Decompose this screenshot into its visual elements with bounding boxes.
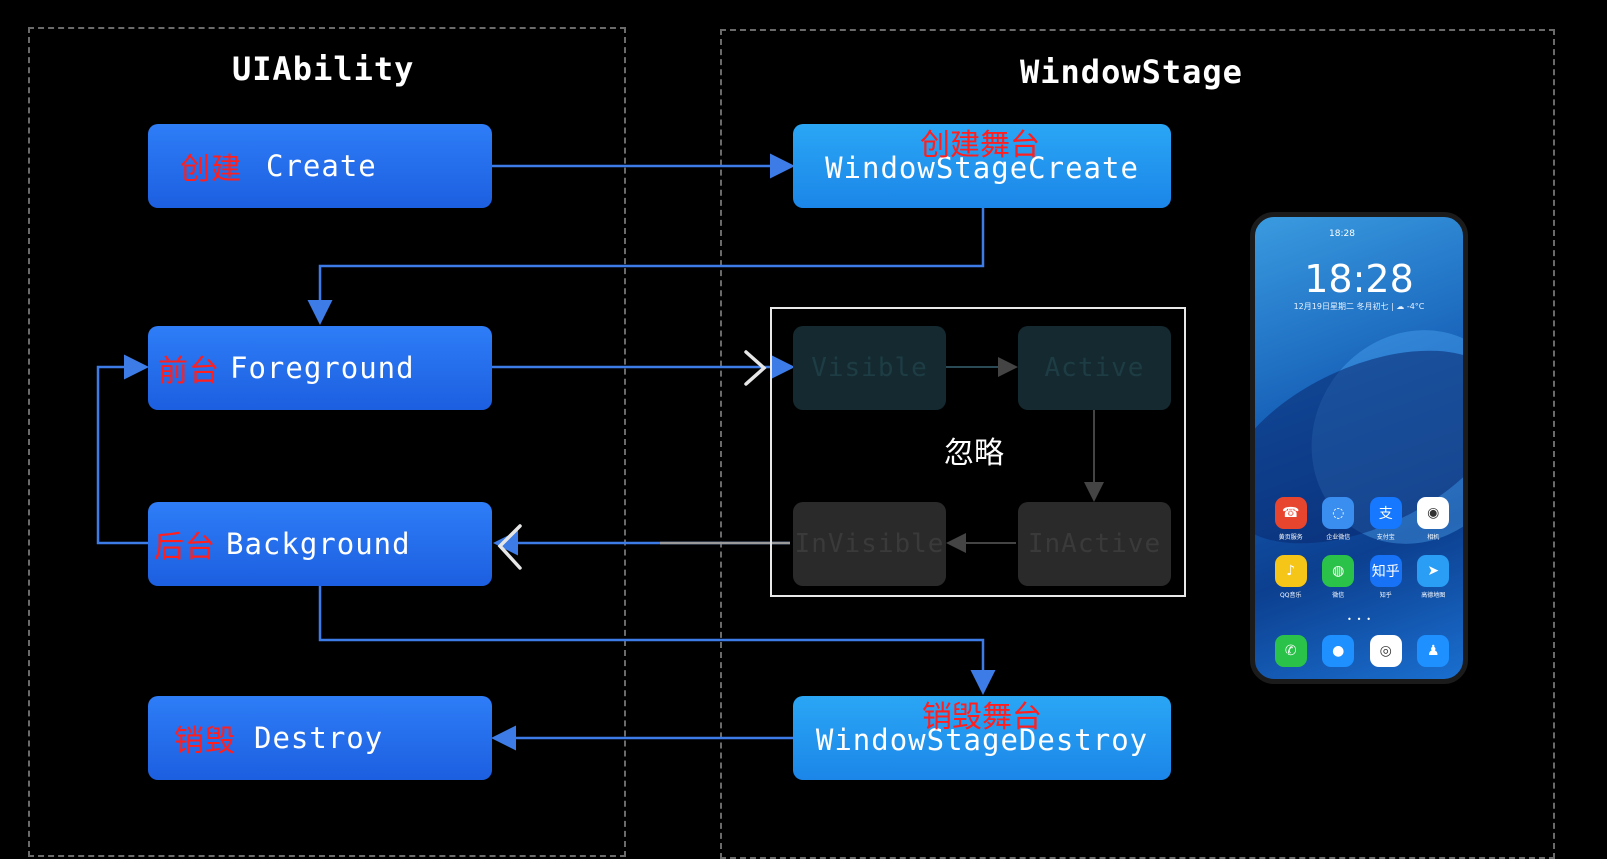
phone-page-dots: • • • (1346, 615, 1372, 624)
node-create: 创建 Create (148, 124, 492, 208)
camera-icon: ◉ (1417, 497, 1450, 529)
node-windowstage-create-en: WindowStageCreate (825, 151, 1139, 185)
phone-app-row-1: ☎黄页服务◌企业微信支支付宝◉相机 (1267, 497, 1457, 541)
node-background: 后台 Background (148, 502, 492, 586)
alipay-icon: 支 (1369, 497, 1402, 529)
arrow-wscreate-to-foreground (307, 208, 985, 325)
chat-bubble-icon: ◌ (1322, 497, 1355, 529)
node-windowstage-create: WindowStageCreate (793, 124, 1171, 208)
phone-status-time: 18:28 (1329, 229, 1355, 239)
node-windowstage-create-zh: 创建舞台 (920, 128, 1040, 163)
phone-app[interactable]: ◍ 微信 (1315, 555, 1363, 599)
phone-app[interactable]: ☎ 黄页服务 (1267, 497, 1315, 541)
phone-app[interactable]: ◌ 企业微信 (1315, 497, 1363, 541)
phone-app-label: 相机 (1427, 534, 1440, 541)
phone-app-label: QQ音乐 (1280, 592, 1302, 599)
node-foreground-en: Foreground (230, 351, 415, 385)
node-foreground-zh: 前台 (158, 354, 220, 389)
phone-app-label: 黄页服务 (1278, 534, 1303, 541)
zhihu-icon: 知乎 (1369, 555, 1402, 587)
phone-mockup: 18:28 18:28 12月19日星期二 冬月初七 | ☁ -4°C ☎ 黄页服… (1250, 212, 1468, 684)
arrow-background-to-foreground (96, 354, 149, 545)
node-visible: Visible (793, 326, 946, 410)
ignored-states-box (770, 307, 1186, 597)
music-icon: ♪ (1274, 555, 1307, 587)
node-windowstage-destroy-en: WindowStageDestroy (815, 723, 1149, 757)
phone-dock: ✆ ● ◎ ♟ (1267, 635, 1457, 667)
phone-app-label: 企业微信 (1326, 534, 1351, 541)
message-icon: ● (1322, 635, 1355, 667)
node-active: Active (1018, 326, 1171, 410)
phone-app-row-2: ♪QQ音乐◍微信知乎知乎➤高德地图 (1267, 555, 1457, 599)
phone-app[interactable]: 支支付宝 (1362, 497, 1410, 541)
browser-icon: ◎ (1369, 635, 1402, 667)
node-windowstage-destroy: WindowStageDestroy (793, 696, 1171, 780)
node-invisible: InVisible (793, 502, 946, 586)
contacts-icon: ♟ (1417, 635, 1450, 667)
connector-lines (96, 153, 1104, 751)
wechat-icon: ◍ (1322, 555, 1355, 587)
phone-date: 12月19日星期二 冬月初七 | ☁ -4°C (1293, 302, 1425, 311)
phone-app-label: 支付宝 (1376, 534, 1395, 541)
node-create-en: Create (266, 149, 377, 183)
phone-app-label: 微信 (1332, 592, 1345, 599)
phone-app[interactable]: ◎ (1362, 635, 1410, 667)
phone-app[interactable]: ✆ (1267, 635, 1315, 667)
phone-app[interactable]: ♪ QQ音乐 (1267, 555, 1315, 599)
phone-app[interactable]: ◉ 相机 (1410, 497, 1458, 541)
node-windowstage-destroy-zh: 销毁舞台 (922, 700, 1042, 735)
ignore-label: 忽略 (944, 436, 1004, 471)
node-create-zh: 创建 (180, 152, 242, 187)
node-destroy: 销毁 Destroy (148, 696, 492, 780)
phone-app[interactable]: ♟ (1410, 635, 1458, 667)
arrow-background-to-wsdestroy (318, 586, 996, 695)
chevron-right-icon (744, 350, 767, 386)
phone-icon: ✆ (1274, 635, 1307, 667)
phone-app-label: 知乎 (1379, 592, 1392, 599)
windowstage-title: WindowStage (1020, 53, 1243, 91)
node-destroy-zh: 销毁 (174, 724, 236, 759)
phone-app[interactable]: 知乎知乎 (1362, 555, 1410, 599)
phone-app[interactable]: ● (1315, 635, 1363, 667)
phone-clock: 18:28 (1304, 257, 1414, 301)
red-app-icon: ☎ (1274, 497, 1307, 529)
chevron-left-icon (497, 524, 522, 570)
navigation-icon: ➤ (1417, 555, 1450, 587)
node-destroy-en: Destroy (254, 721, 384, 755)
phone-app[interactable]: ➤ 高德地图 (1410, 555, 1458, 599)
phone-app-label: 高德地图 (1421, 592, 1446, 599)
node-inactive: InActive (1018, 502, 1171, 586)
node-foreground: 前台 Foreground (148, 326, 492, 410)
node-background-en: Background (226, 527, 411, 561)
uiability-title: UIAbility (232, 50, 415, 88)
node-background-zh: 后台 (154, 530, 216, 565)
